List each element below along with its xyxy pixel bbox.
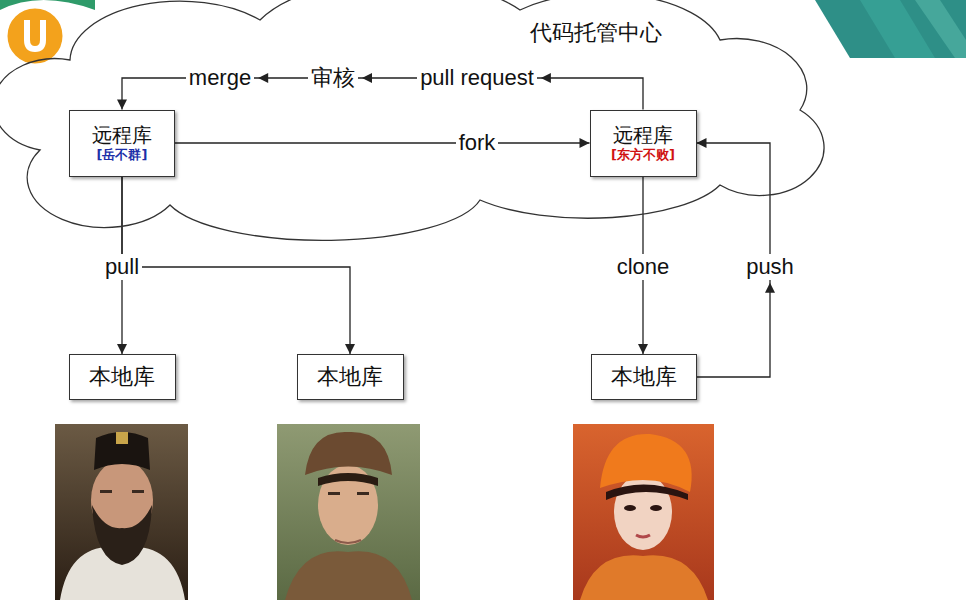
region-title: 代码托管中心 <box>530 20 662 46</box>
step-label: 审核 <box>308 65 358 90</box>
repo-box: 本地库 <box>69 354 176 400</box>
repo-box: 远程库[东方不败] <box>590 110 697 177</box>
arrowhead <box>580 138 590 148</box>
arrowhead <box>638 344 648 354</box>
banner <box>815 0 966 58</box>
connector <box>122 177 355 355</box>
edge-label: clone <box>614 254 673 279</box>
portrait-photo <box>55 424 188 600</box>
box-title: 本地库 <box>89 364 155 390</box>
edge-label: pull <box>102 254 142 279</box>
arrowhead <box>765 283 775 293</box>
logo <box>0 0 95 65</box>
portrait-photo <box>573 424 714 600</box>
edge-label: pull request <box>417 65 537 90</box>
connector-line <box>175 142 590 143</box>
box-title: 本地库 <box>611 364 677 390</box>
arrowhead <box>362 73 372 83</box>
box-subtitle: [东方不败] <box>611 147 675 163</box>
edge-label: push <box>743 254 797 279</box>
arrowhead <box>345 344 355 354</box>
arrowhead <box>117 100 127 110</box>
box-title: 本地库 <box>317 364 383 390</box>
repo-box: 本地库 <box>591 354 697 400</box>
cloud-region: 代码托管中心远程库[岳不群]远程库[东方不败] <box>0 0 835 218</box>
connector-line <box>122 177 350 355</box>
arrowhead <box>697 138 707 148</box>
repo-box: 远程库[岳不群] <box>69 110 175 177</box>
box-subtitle: [岳不群] <box>97 147 148 163</box>
repo-box: 本地库 <box>297 354 404 400</box>
arrowhead <box>117 344 127 354</box>
box-title: 远程库 <box>613 123 673 147</box>
arrowhead <box>258 73 268 83</box>
box-title: 远程库 <box>92 123 152 147</box>
portrait-photo <box>277 424 420 600</box>
edge-label: fork <box>456 130 499 155</box>
connector <box>175 138 590 148</box>
arrowhead <box>541 73 551 83</box>
step-label: merge <box>186 65 254 90</box>
